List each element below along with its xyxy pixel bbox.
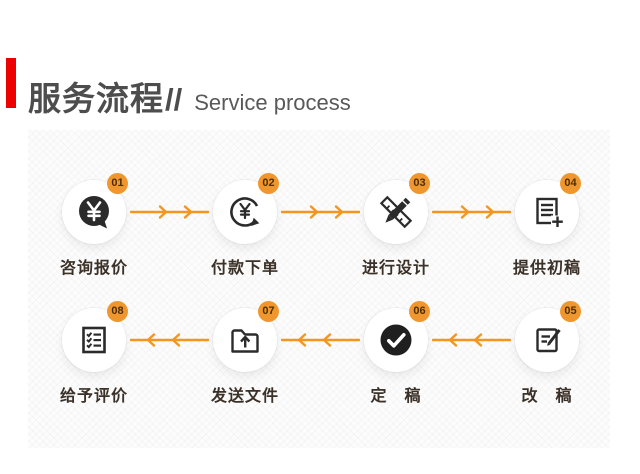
flow-arrow-right (432, 205, 511, 219)
step-01: 01 咨询报价 (59, 173, 129, 290)
check-circle-icon (380, 324, 412, 356)
flow-arrow-left (432, 333, 511, 347)
step-label: 进行设计 (361, 260, 431, 277)
step-number-badge: 04 (560, 173, 581, 194)
step-circle: 04 (515, 173, 581, 244)
flow-arrow-right (281, 205, 360, 219)
step-number-badge: 06 (409, 301, 430, 322)
step-07: 07 发送文件 (210, 301, 280, 418)
step-04: 04 提供初稿 (512, 173, 582, 290)
page-title: 服务流程 // Service process (28, 72, 351, 120)
design-tools-icon (379, 195, 413, 229)
step-number-badge: 08 (107, 301, 128, 322)
step-circle: 05 (515, 301, 581, 372)
flow-arrow-left (281, 333, 360, 347)
flow-arrow-left (130, 333, 209, 347)
step-label: 定 稿 (370, 388, 422, 405)
title-slashes: // (165, 82, 183, 117)
yuan-bubble-icon (79, 196, 109, 229)
folder-upload-icon (231, 329, 259, 353)
document-add-icon (536, 197, 565, 229)
flow-arrow-right (130, 205, 209, 219)
step-label: 改 稿 (521, 388, 573, 405)
step-circle: 03 (364, 173, 430, 244)
document-edit-icon (536, 328, 561, 353)
step-label: 发送文件 (210, 388, 280, 405)
process-panel: 01 咨询报价 02 (28, 130, 610, 448)
step-02: 02 付款下单 (210, 173, 280, 290)
checklist-icon (82, 326, 106, 354)
step-number-badge: 01 (107, 173, 128, 194)
step-number-badge: 02 (258, 173, 279, 194)
step-label: 咨询报价 (59, 260, 129, 277)
step-label: 给予评价 (59, 388, 129, 405)
step-circle: 02 (213, 173, 279, 244)
red-accent-block (6, 58, 16, 108)
step-06: 06 定 稿 (364, 301, 430, 418)
step-circle: 08 (62, 301, 128, 372)
step-08: 08 给予评价 (59, 301, 129, 418)
step-circle: 07 (213, 301, 279, 372)
step-circle: 06 (364, 301, 430, 372)
step-circle: 01 (62, 173, 128, 244)
step-number-badge: 05 (560, 301, 581, 322)
step-label: 提供初稿 (512, 260, 582, 277)
step-number-badge: 03 (409, 173, 430, 194)
yuan-cycle-icon (230, 197, 260, 227)
step-number-badge: 07 (258, 301, 279, 322)
title-chinese: 服务流程 (28, 80, 164, 117)
title-english: Service process (194, 90, 351, 115)
step-label: 付款下单 (210, 260, 280, 277)
step-05: 05 改 稿 (515, 301, 581, 418)
step-03: 03 进行设计 (361, 173, 431, 290)
